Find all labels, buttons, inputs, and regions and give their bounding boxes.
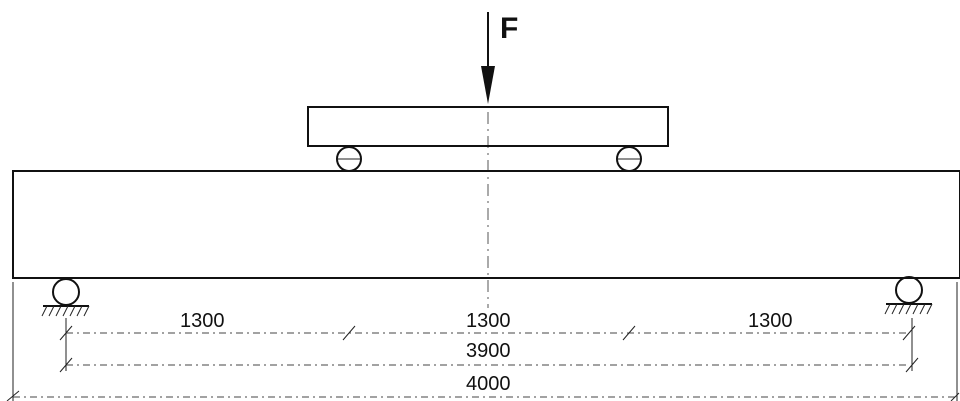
dim-span-right: 1300 xyxy=(748,310,793,332)
spreader-beam xyxy=(307,106,669,147)
dim-support-span: 3900 xyxy=(466,340,511,362)
right-support xyxy=(884,276,933,315)
dim-total-length: 4000 xyxy=(466,373,511,395)
force-label: F xyxy=(500,12,518,45)
load-roller-right xyxy=(616,146,642,172)
load-roller-left xyxy=(336,146,362,172)
main-beam xyxy=(12,170,960,279)
force-arrow xyxy=(481,12,495,104)
dimension-row-spans xyxy=(59,325,916,341)
left-support xyxy=(41,278,90,317)
dim-span-middle: 1300 xyxy=(466,310,511,332)
dim-span-left: 1300 xyxy=(180,310,225,332)
dimension-row-total xyxy=(6,282,960,401)
dimension-row-support-span xyxy=(59,318,919,373)
